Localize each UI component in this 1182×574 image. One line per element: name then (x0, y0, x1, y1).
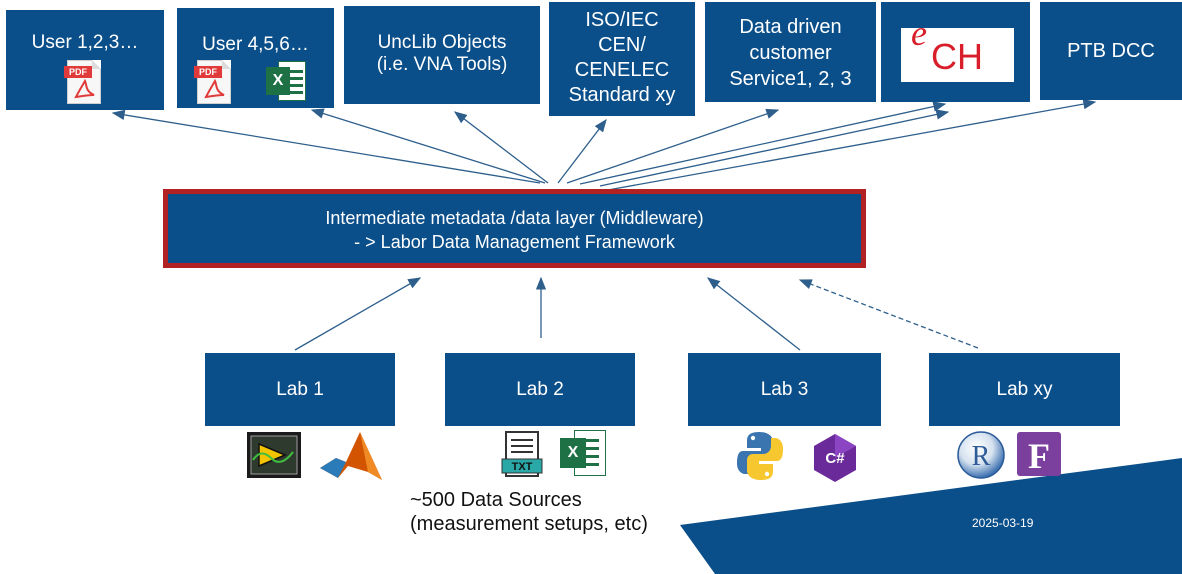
txt-file-label: TXT (512, 461, 533, 473)
arrow-to-ech-a (579, 101, 947, 185)
ech-logo-ch: CH (931, 36, 983, 77)
box-user456-label: User 4,5,6… (202, 34, 309, 55)
matlab-icon (320, 432, 382, 480)
box-unclib: UncLib Objects (i.e. VNA Tools) (344, 6, 540, 104)
slide-date: 2025-03-19 (972, 516, 1034, 530)
box-iso-line2: CEN/ (598, 34, 646, 56)
box-unclib-line2: (i.e. VNA Tools) (376, 54, 508, 75)
box-user123-label: User 1,2,3… (31, 32, 139, 53)
data-sources-caption: ~500 Data Sources (measurement setups, e… (410, 488, 648, 536)
lab-xy-box: Lab xy (929, 353, 1120, 426)
middleware-line1: Intermediate metadata /data layer (Middl… (325, 208, 704, 228)
arrow-to-ech-b (599, 109, 950, 187)
box-iso-line1: ISO/IEC (585, 9, 659, 31)
lab-1-label: Lab 1 (276, 379, 324, 400)
arrow-to-datadriven (566, 108, 780, 184)
box-datadriven-line3: Service1, 2, 3 (729, 68, 852, 90)
box-unclib-line1: UncLib Objects (377, 32, 507, 53)
arrow-to-user123 (111, 109, 541, 184)
arrow-to-user456 (310, 108, 546, 184)
corner-decoration (680, 458, 1182, 574)
arrow-to-iso (557, 118, 607, 184)
pdf-icon: PDF (194, 60, 231, 104)
box-datadriven-line2: customer (749, 42, 832, 64)
python-icon (737, 432, 783, 480)
arrow-lab3 (706, 277, 801, 351)
box-datadriven-line1: Data driven (739, 16, 842, 38)
middleware-box: Intermediate metadata /data layer (Middl… (163, 189, 866, 268)
lab-3-label: Lab 3 (760, 379, 809, 400)
excel-icon: X (266, 61, 306, 101)
lab-2-box: Lab 2 (445, 353, 635, 426)
arrow-to-ptb (607, 98, 1097, 191)
data-sources-line2: (measurement setups, etc) (410, 513, 648, 535)
fsharp-label: F (1028, 436, 1050, 476)
csharp-icon: C# (814, 434, 856, 482)
box-iso-line4: Standard xy (568, 84, 676, 106)
r-language-label: R (972, 441, 991, 472)
data-sources-line1: ~500 Data Sources (410, 489, 582, 511)
box-iso: ISO/IEC CEN/ CENELEC Standard xy (549, 2, 695, 116)
fsharp-icon: F (1017, 432, 1061, 476)
box-ech: e CH (881, 2, 1030, 102)
txt-file-icon: TXT (501, 431, 543, 477)
arrow-to-unclib (453, 111, 549, 184)
excel-icon: X (560, 430, 606, 476)
csharp-label: C# (825, 450, 845, 467)
pdf-icon: PDF (64, 60, 101, 104)
lab-3-box: Lab 3 (688, 353, 881, 426)
box-ptb-label: PTB DCC (1067, 40, 1155, 62)
ech-logo: e CH (901, 15, 1014, 82)
ech-logo-e: e (911, 13, 927, 53)
arrow-labxy-dashed (798, 279, 979, 349)
arrow-lab1 (294, 277, 422, 351)
lab-2-label: Lab 2 (516, 379, 564, 400)
box-iso-line3: CENELEC (574, 59, 670, 81)
middleware-line2: - > Labor Data Management Framework (354, 232, 675, 252)
lab-xy-label: Lab xy (996, 379, 1053, 400)
lab-1-box: Lab 1 (205, 353, 395, 426)
labview-icon (247, 432, 301, 478)
box-ptb: PTB DCC (1040, 2, 1182, 100)
r-language-icon: R (957, 431, 1005, 479)
box-datadriven: Data driven customer Service1, 2, 3 (705, 2, 876, 102)
